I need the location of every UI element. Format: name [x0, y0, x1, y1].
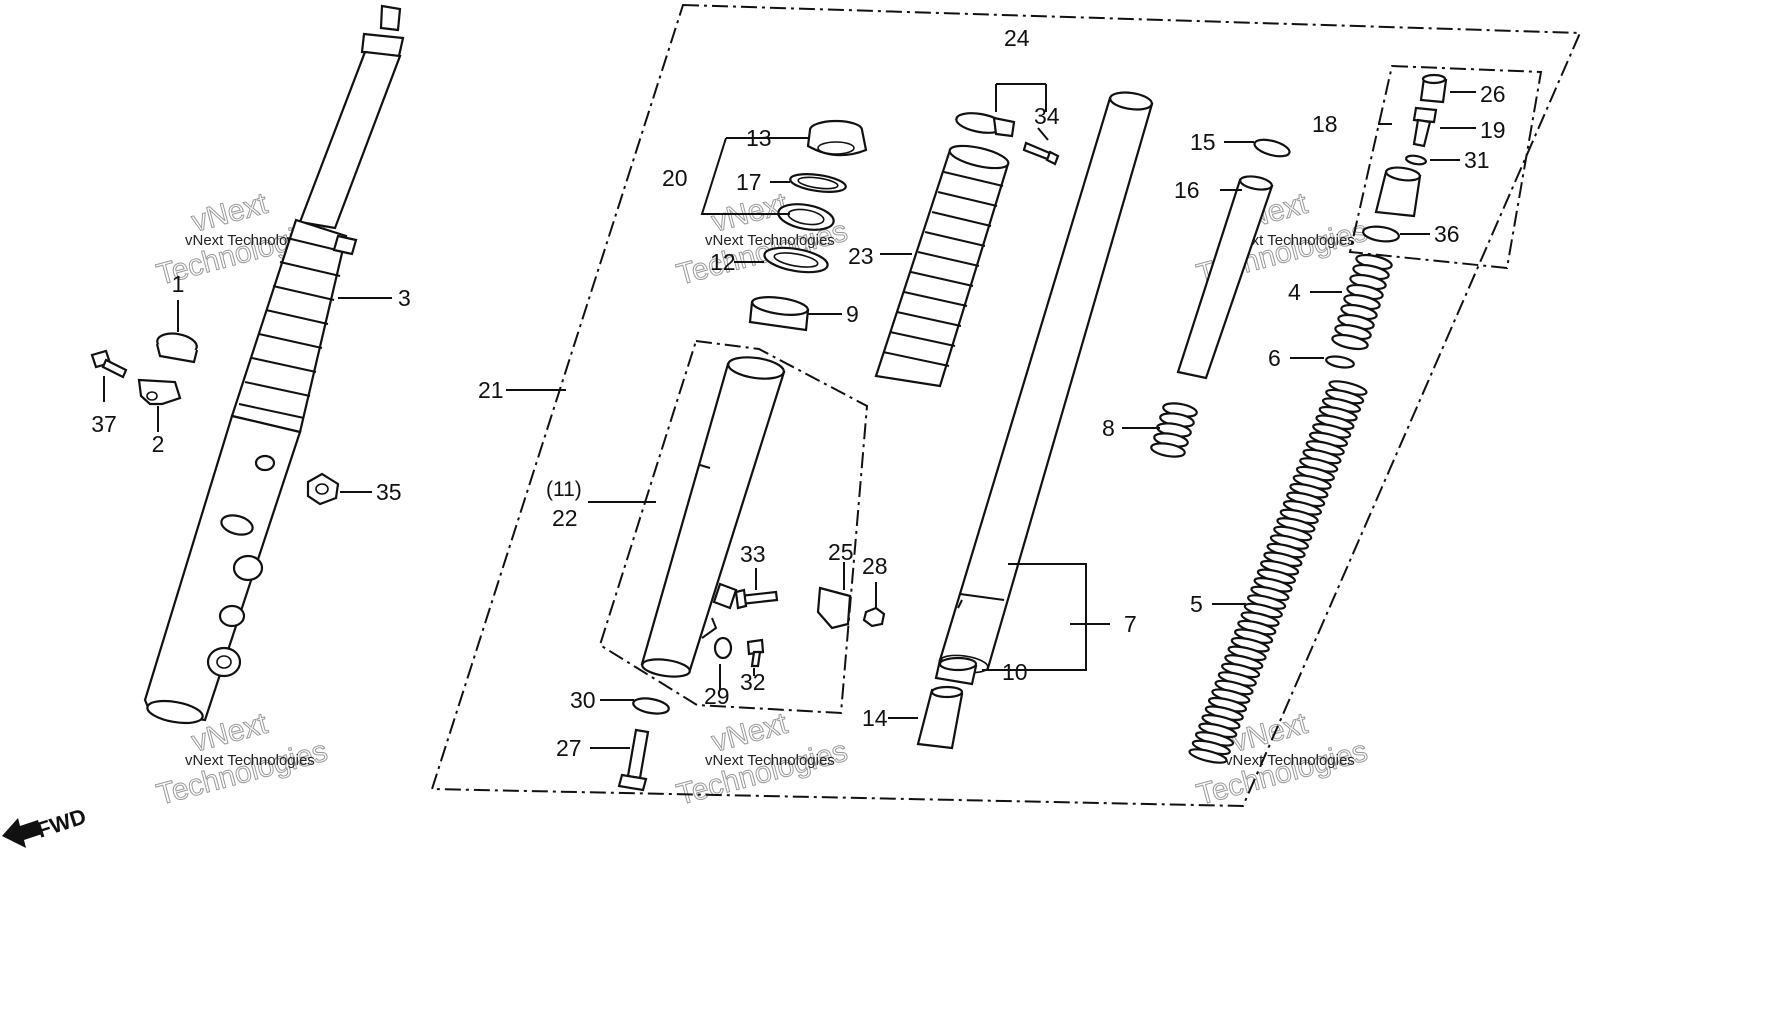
- label-27: 27: [556, 735, 582, 761]
- sealing-washer-30: [632, 697, 670, 715]
- seal-stack: [748, 119, 868, 332]
- label-16: 16: [1174, 177, 1200, 203]
- callout-labels: 1 2 3 4 5 6 7 8 9 10 (11) 12 13 14 15 16…: [91, 25, 1505, 761]
- label-7: 7: [1124, 611, 1137, 637]
- label-8: 8: [1102, 415, 1115, 441]
- fork-bolt-subassembly-boundary: [1348, 64, 1543, 270]
- boot-clamp: [332, 234, 358, 256]
- label-13: 13: [746, 125, 772, 151]
- o-ring-31: [1405, 154, 1427, 166]
- damper-piston-16: [1176, 175, 1274, 380]
- forward-direction-indicator: FWD: [2, 803, 89, 848]
- spring-4: [1331, 253, 1393, 351]
- fork-spring-5: [1188, 380, 1368, 764]
- label-22: 22: [552, 505, 578, 531]
- oil-lock-piece-14: [916, 685, 964, 750]
- label-1: 1: [172, 271, 185, 297]
- fwd-arrow-icon: [2, 818, 42, 848]
- watermark-small: vNext Technologies: [1225, 232, 1355, 249]
- axle-holder: [816, 586, 852, 630]
- label-26: 26: [1480, 81, 1506, 107]
- fork-boot-23: [874, 144, 1010, 388]
- bolt-32: [746, 638, 765, 668]
- label-30: 30: [570, 687, 596, 713]
- rebound-spring-8: [1150, 402, 1198, 458]
- watermark-small: vNext Technologies: [1225, 752, 1355, 769]
- leader-lines: [103, 83, 1476, 749]
- spring-coil: [1188, 748, 1228, 764]
- label-36: 36: [1434, 221, 1460, 247]
- label-17: 17: [736, 169, 762, 195]
- fork-assembly-boundary: [430, 3, 1582, 808]
- label-32: 32: [740, 669, 766, 695]
- label-2: 2: [152, 431, 165, 457]
- label-20: 20: [662, 165, 688, 191]
- watermark-small: vNext Technologies: [705, 232, 835, 249]
- label-28: 28: [862, 553, 888, 579]
- label-37: 37: [91, 411, 117, 437]
- label-11: (11): [546, 478, 582, 501]
- guide-bushing-10: [934, 656, 978, 686]
- label-15: 15: [1190, 129, 1216, 155]
- label-24: 24: [1004, 25, 1030, 51]
- label-12: 12: [710, 249, 736, 275]
- label-23: 23: [848, 243, 874, 269]
- left-loose-parts: [90, 332, 340, 506]
- watermark-small: vNext Technologies: [185, 752, 315, 769]
- assembled-fork-leg: [143, 4, 405, 725]
- label-5: 5: [1190, 591, 1203, 617]
- label-10: 10: [1002, 659, 1028, 685]
- cable-guide: [137, 378, 182, 406]
- label-9: 9: [846, 301, 859, 327]
- fork-bolt-parts: [1362, 73, 1448, 243]
- label-34: 34: [1034, 103, 1060, 129]
- label-25: 25: [828, 539, 854, 565]
- label-31: 31: [1464, 147, 1490, 173]
- label-18: 18: [1312, 111, 1338, 137]
- top-bolt: [379, 4, 402, 32]
- label-4: 4: [1288, 279, 1301, 305]
- group-boundaries: [430, 3, 1582, 808]
- spring-seat-6: [1325, 355, 1355, 369]
- washer-29: [713, 636, 733, 660]
- clip-15: [1253, 138, 1291, 158]
- bleed-bolt-33: [734, 588, 779, 610]
- label-6: 6: [1268, 345, 1281, 371]
- label-19: 19: [1480, 117, 1506, 143]
- outer-slider: [143, 414, 302, 725]
- socket-bolt-27: [617, 728, 650, 792]
- watermark-small: vNext Technologies: [705, 752, 835, 769]
- label-21: 21: [478, 377, 504, 403]
- label-3: 3: [398, 285, 411, 311]
- label-29: 29: [704, 683, 730, 709]
- o-ring-36: [1362, 225, 1400, 243]
- fwd-label: FWD: [34, 803, 89, 842]
- label-33: 33: [740, 541, 766, 567]
- cap-1-side: [155, 343, 199, 364]
- fork-slider: [640, 356, 786, 678]
- slider-subassembly-boundary: [598, 339, 869, 715]
- boot-clamp-24: [955, 112, 1060, 166]
- nut-28: [862, 606, 886, 628]
- valve-19: [1412, 106, 1438, 124]
- label-14: 14: [862, 705, 888, 731]
- inner-tube: [298, 50, 402, 230]
- label-35: 35: [376, 479, 402, 505]
- watermark-small: vNext Technologies: [185, 232, 315, 249]
